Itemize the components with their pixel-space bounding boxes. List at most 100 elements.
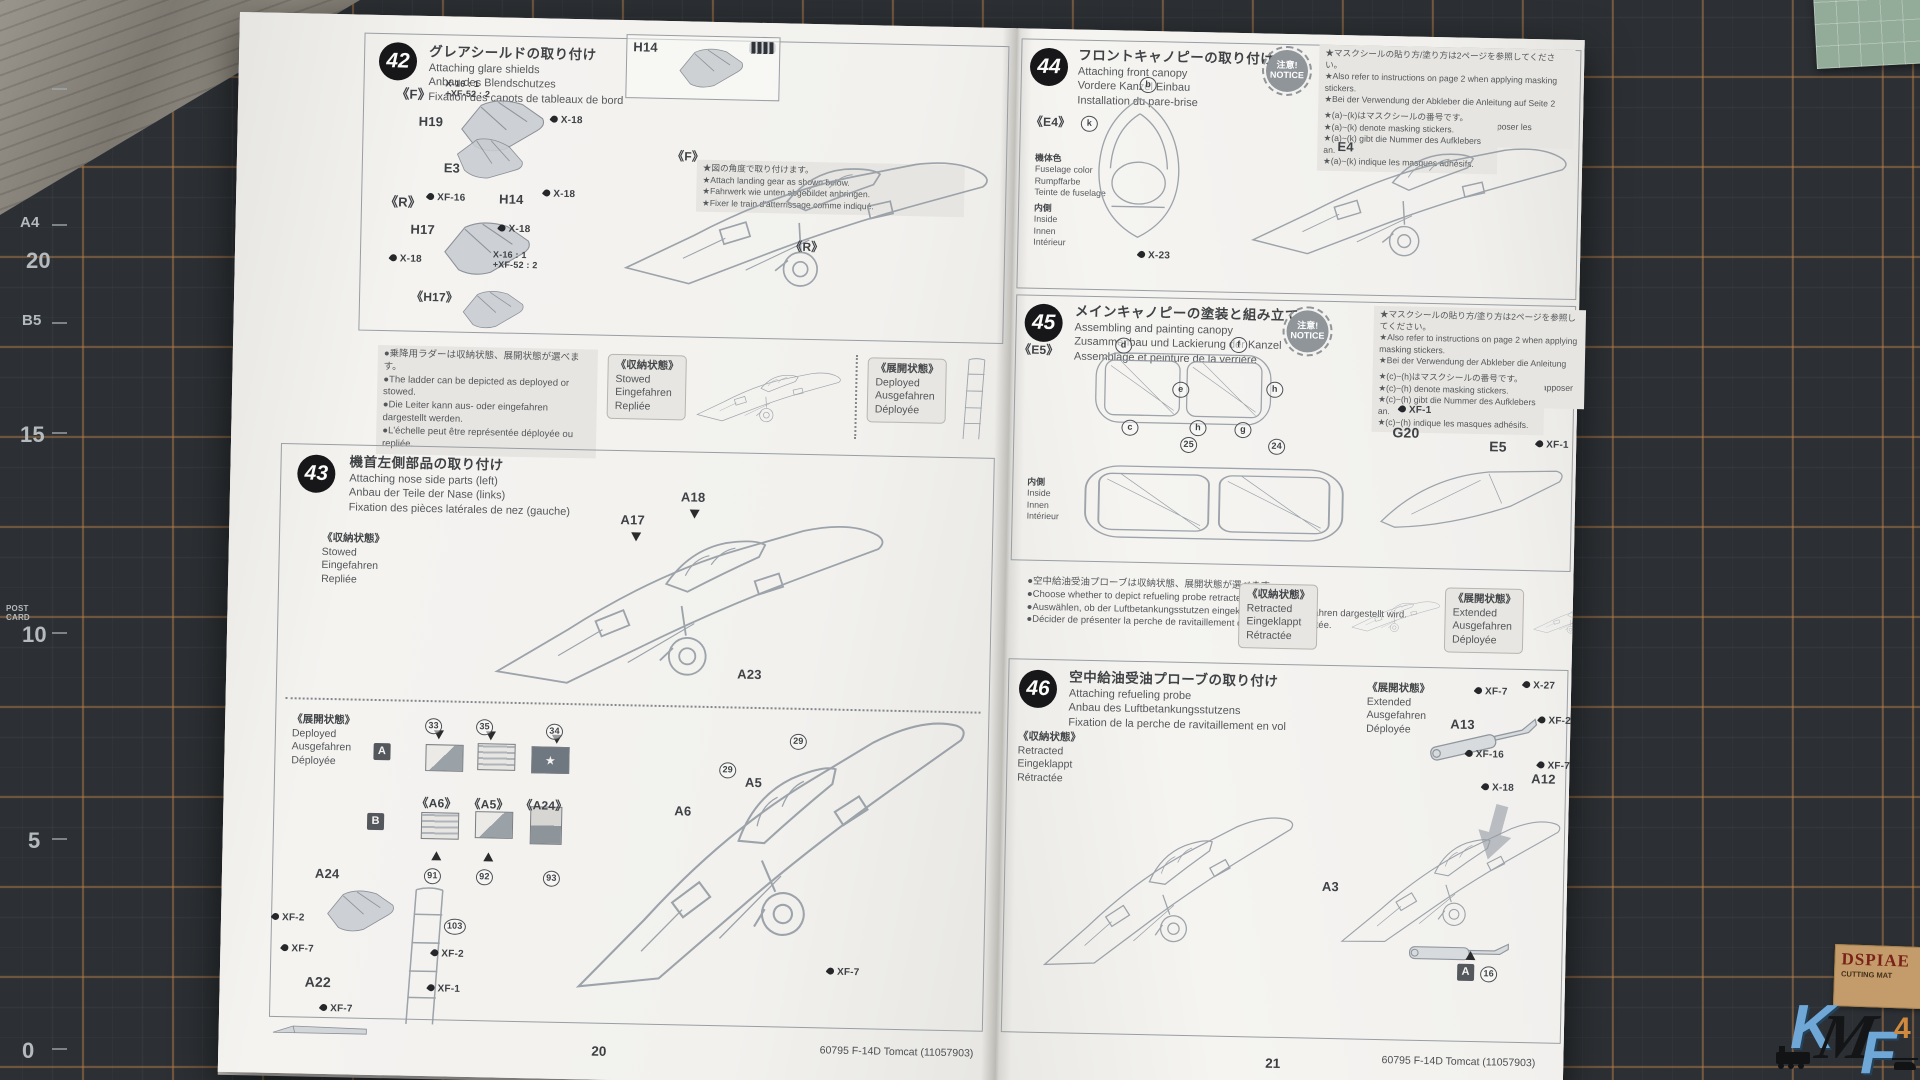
ruler-tick (52, 632, 67, 634)
part-label: 15 (20, 422, 45, 447)
arrow-icon (433, 730, 444, 745)
arrow-icon (689, 509, 700, 524)
arrow-icon (630, 532, 642, 547)
text-line: Repliée (614, 399, 651, 413)
decal-chip (477, 743, 516, 771)
text-line: Deployed (875, 376, 920, 389)
text-line: Eingeklappt (1017, 757, 1073, 771)
h14-inset-label: H14 (633, 39, 658, 55)
train-silhouette-icon (1776, 1046, 1810, 1069)
arrow-icon (483, 847, 494, 862)
ruler-tick (52, 88, 67, 90)
text-line: Ausgefahren (874, 389, 935, 403)
text-line: Innen (1033, 225, 1056, 236)
text-line: Retracted (1017, 744, 1064, 758)
text-line: Intérieur (1033, 236, 1066, 248)
decal-chip (474, 811, 514, 839)
sprue-chip-icon (749, 41, 776, 55)
step-45-badge: 45 (1024, 303, 1064, 343)
part-label: 10 (22, 622, 47, 647)
text-line: Repliée (321, 572, 357, 586)
ruler-tick (52, 322, 67, 324)
text-line: 《展開状態》 (1366, 681, 1431, 696)
text-line: Rétractée (1017, 771, 1063, 785)
text-line: 内側 (1033, 202, 1052, 214)
stamp-notice: NOTICE (1290, 330, 1325, 341)
decal-chip (425, 744, 464, 772)
ruler-tick (52, 838, 67, 840)
text-line: Eingefahren (321, 559, 379, 573)
part-label: 5 (28, 828, 41, 853)
stamp-notice: NOTICE (1269, 69, 1305, 81)
part-label: 20 (26, 248, 51, 273)
part-label: 0 (22, 1038, 35, 1063)
text-line: 《収納状態》 (1246, 588, 1311, 602)
watermark-letter-k: K (1790, 993, 1835, 1062)
text-line: 《展開状態》 (875, 362, 939, 376)
text-line: Innen (1026, 499, 1049, 510)
text-line: Eingefahren (614, 386, 672, 400)
ruler-tick (52, 432, 67, 434)
mat-corner-number: 4 (1894, 1012, 1911, 1045)
text-line: 内側 (1027, 476, 1046, 487)
arrow-icon (551, 734, 562, 749)
text-line: Deployed (291, 726, 337, 740)
text-line: ★(c)~(h) gibt die Nummer des Aufklebers … (1377, 394, 1536, 416)
green-mat-corner (1813, 0, 1920, 69)
text-line: Déployée (874, 403, 920, 417)
part-label: POST (6, 604, 29, 613)
text-line: Extended (1366, 695, 1412, 709)
text-line: Inside (1026, 488, 1051, 499)
text-line: 《収納状態》 (615, 358, 679, 373)
text-line: Eingeklappt (1246, 615, 1302, 629)
text-line: Déployée (1366, 722, 1411, 736)
decal-chip (420, 811, 460, 840)
text-line: Ausgefahren (1452, 619, 1513, 634)
step-42-badge: 42 (378, 41, 418, 81)
step-45-mask-note: ★(c)~(h)はマスクシールの番号です。★(c)~(h) denote mas… (1371, 367, 1545, 436)
text-line: Retracted (1246, 601, 1293, 615)
text-line: 《展開状態》 (292, 713, 356, 727)
arrow-icon (1465, 945, 1476, 961)
helicopter-silhouette-icon (1892, 1058, 1918, 1070)
text-line: Rétractée (1246, 629, 1292, 643)
arrow-icon (431, 846, 442, 861)
text-line: Intérieur (1026, 510, 1059, 522)
step-46-badge: 46 (1018, 669, 1058, 709)
text-line: Ausgefahren (1366, 709, 1427, 723)
ladder-note: ●乗降用ラダーは収納状態、展開状態が選べます。●The ladder can b… (375, 344, 599, 459)
text-line: Stowed (615, 372, 651, 386)
ruler-tick (52, 1048, 67, 1050)
step-43-badge: 43 (296, 454, 336, 494)
part-label: B5 (22, 312, 42, 329)
ruler-tick (52, 224, 67, 226)
text-line: 《収納状態》 (321, 531, 386, 546)
text-line: ★(c)~(h) indique les masques adhésifs. (1377, 417, 1529, 431)
text-line: Extended (1452, 606, 1498, 620)
part-label: CARD (6, 613, 30, 622)
page-number-21: 21 (1265, 1055, 1281, 1072)
watermark-letter-f: F (1860, 1019, 1897, 1080)
text-line: Inside (1033, 214, 1058, 225)
part-label: A4 (20, 214, 40, 231)
page-number-20: 20 (591, 1043, 607, 1059)
text-line: Déployée (1452, 633, 1497, 647)
step-42-h14-inset: H14 (625, 34, 781, 102)
text-line: Déployée (291, 754, 336, 768)
text-line: Ausgefahren (291, 740, 352, 754)
arrow-icon (485, 731, 496, 746)
step-44-badge: 44 (1029, 47, 1069, 87)
